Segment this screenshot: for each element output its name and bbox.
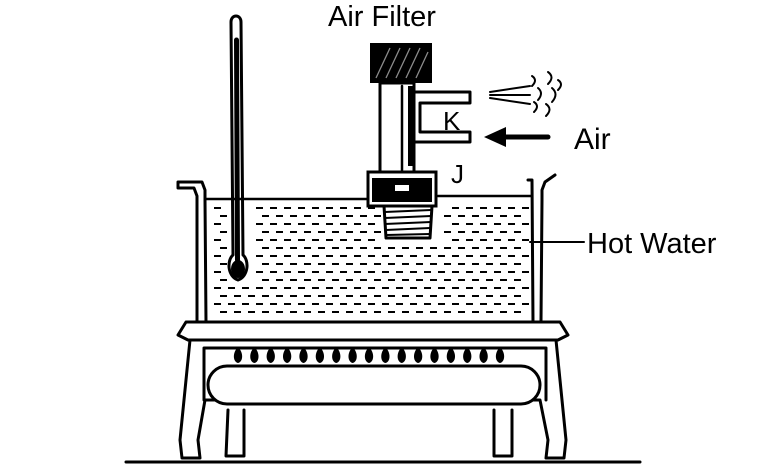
flame-icon xyxy=(364,347,374,363)
flame-icon xyxy=(495,347,505,363)
flame-icon xyxy=(430,347,439,363)
flame-icon xyxy=(315,347,325,363)
air-label: Air xyxy=(574,123,611,156)
flame-icon xyxy=(479,347,488,363)
flame-icon xyxy=(332,347,341,363)
part-k-label: K xyxy=(443,106,461,136)
flame-icon xyxy=(282,347,292,363)
burner-stand xyxy=(124,320,642,464)
flame-icon xyxy=(463,347,472,363)
flame-icon xyxy=(397,347,406,363)
flame-icon xyxy=(348,347,357,363)
thermometer xyxy=(227,14,249,282)
hot-water-label: Hot Water xyxy=(587,228,717,260)
air-spray-icon xyxy=(489,71,562,117)
flame-icon xyxy=(413,347,423,363)
flame-icon xyxy=(299,347,308,363)
part-j-label: J xyxy=(451,159,464,189)
air-filter-label: Air Filter xyxy=(328,1,436,33)
arrow-left-icon xyxy=(484,127,551,147)
air-filter: K J xyxy=(366,43,472,240)
hot-water xyxy=(203,194,585,313)
flame-icon xyxy=(266,347,275,363)
flame-icon xyxy=(233,347,243,363)
burner-flames xyxy=(233,347,505,363)
flame-icon xyxy=(381,347,390,363)
flame-icon xyxy=(250,347,259,363)
flame-icon xyxy=(446,347,456,363)
